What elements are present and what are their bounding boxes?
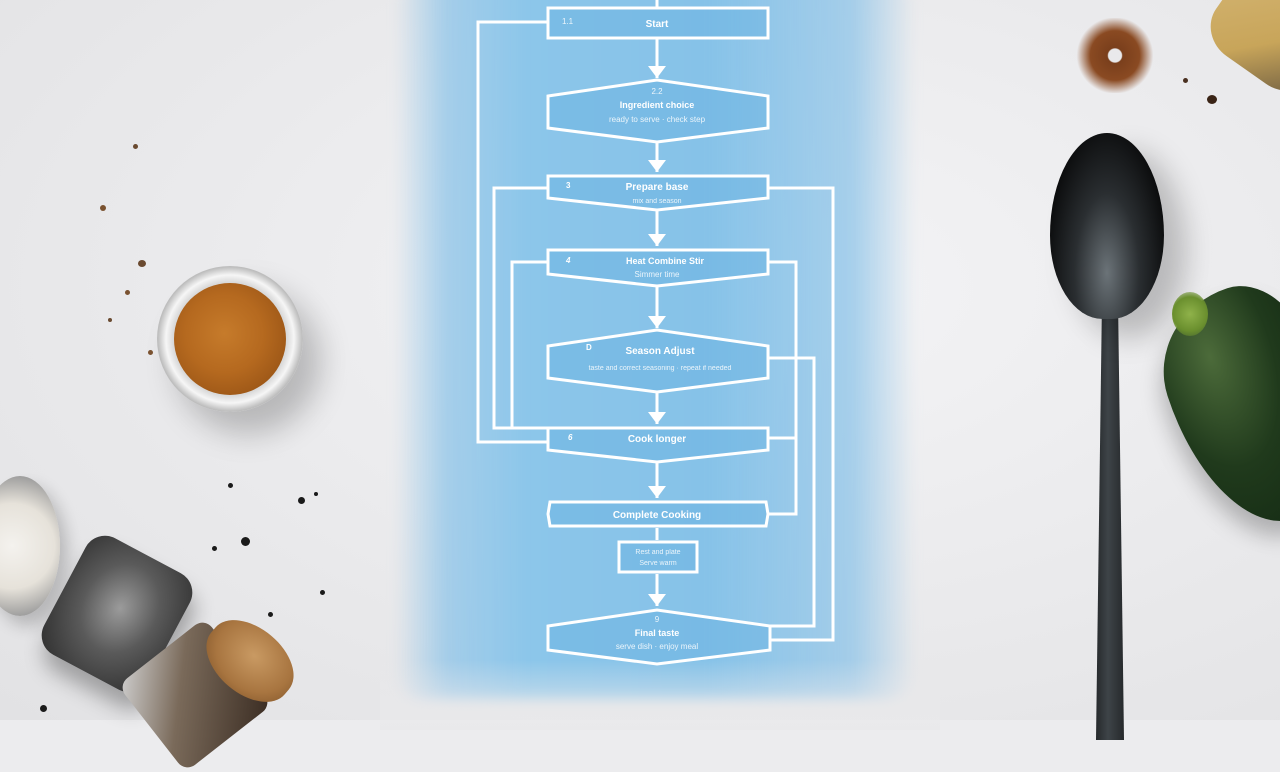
svg-text:ready to serve · check step: ready to serve · check step: [609, 115, 706, 124]
node-season-adjust: D Season Adjust taste and correct season…: [546, 328, 770, 394]
svg-text:9: 9: [655, 615, 660, 624]
svg-text:Ingredient choice: Ingredient choice: [620, 100, 695, 110]
zucchini-stem: [1172, 292, 1208, 336]
svg-text:Start: Start: [646, 19, 669, 30]
arrowheads: [648, 66, 666, 606]
node-ingredient-choice: 2.2 Ingredient choice ready to serve · c…: [546, 78, 770, 144]
svg-text:Prepare base: Prepare base: [626, 182, 689, 193]
node-heat-combine: 4 Heat Combine Stir Simmer time: [546, 248, 770, 288]
node-cook-longer: 6 Cook longer: [546, 426, 770, 464]
svg-text:3: 3: [566, 181, 571, 190]
svg-text:6: 6: [568, 433, 573, 442]
svg-text:Heat Combine Stir: Heat Combine Stir: [626, 256, 705, 266]
node-complete-cooking: Complete Cooking: [546, 500, 770, 528]
panel-fade: [380, 660, 940, 730]
svg-text:1.1: 1.1: [562, 17, 574, 26]
node-final-taste: 9 Final taste serve dish · enjoy meal: [546, 608, 772, 666]
svg-text:Serve warm: Serve warm: [639, 560, 677, 567]
svg-text:Season Adjust: Season Adjust: [625, 346, 695, 357]
svg-text:D: D: [586, 343, 592, 352]
svg-text:2.2: 2.2: [651, 87, 663, 96]
svg-text:serve dish · enjoy meal: serve dish · enjoy meal: [616, 642, 698, 651]
svg-text:Final taste: Final taste: [635, 628, 680, 638]
svg-text:Cook longer: Cook longer: [628, 434, 686, 445]
spice-jar: [157, 266, 303, 412]
flowchart: 1.1 Start 2.2 Ingredient choice ready to…: [476, 0, 835, 666]
svg-text:4: 4: [565, 256, 571, 265]
connectors: [476, 0, 835, 642]
node-rest-plate: Rest and plate Serve warm: [617, 540, 699, 574]
black-spoon: [1050, 133, 1164, 319]
ground-spice-pile: [1075, 18, 1155, 93]
svg-text:Complete Cooking: Complete Cooking: [613, 510, 701, 521]
svg-text:taste and correct seasoning ·: taste and correct seasoning · repeat if …: [589, 365, 732, 372]
svg-text:mix and season: mix and season: [632, 198, 681, 205]
ground-spice-fill: [174, 283, 286, 395]
svg-text:Simmer time: Simmer time: [635, 270, 680, 279]
svg-text:Rest and plate: Rest and plate: [635, 549, 680, 556]
node-prepare-base: 3 Prepare base mix and season: [546, 174, 770, 212]
node-start: 1.1 Start: [546, 6, 770, 40]
